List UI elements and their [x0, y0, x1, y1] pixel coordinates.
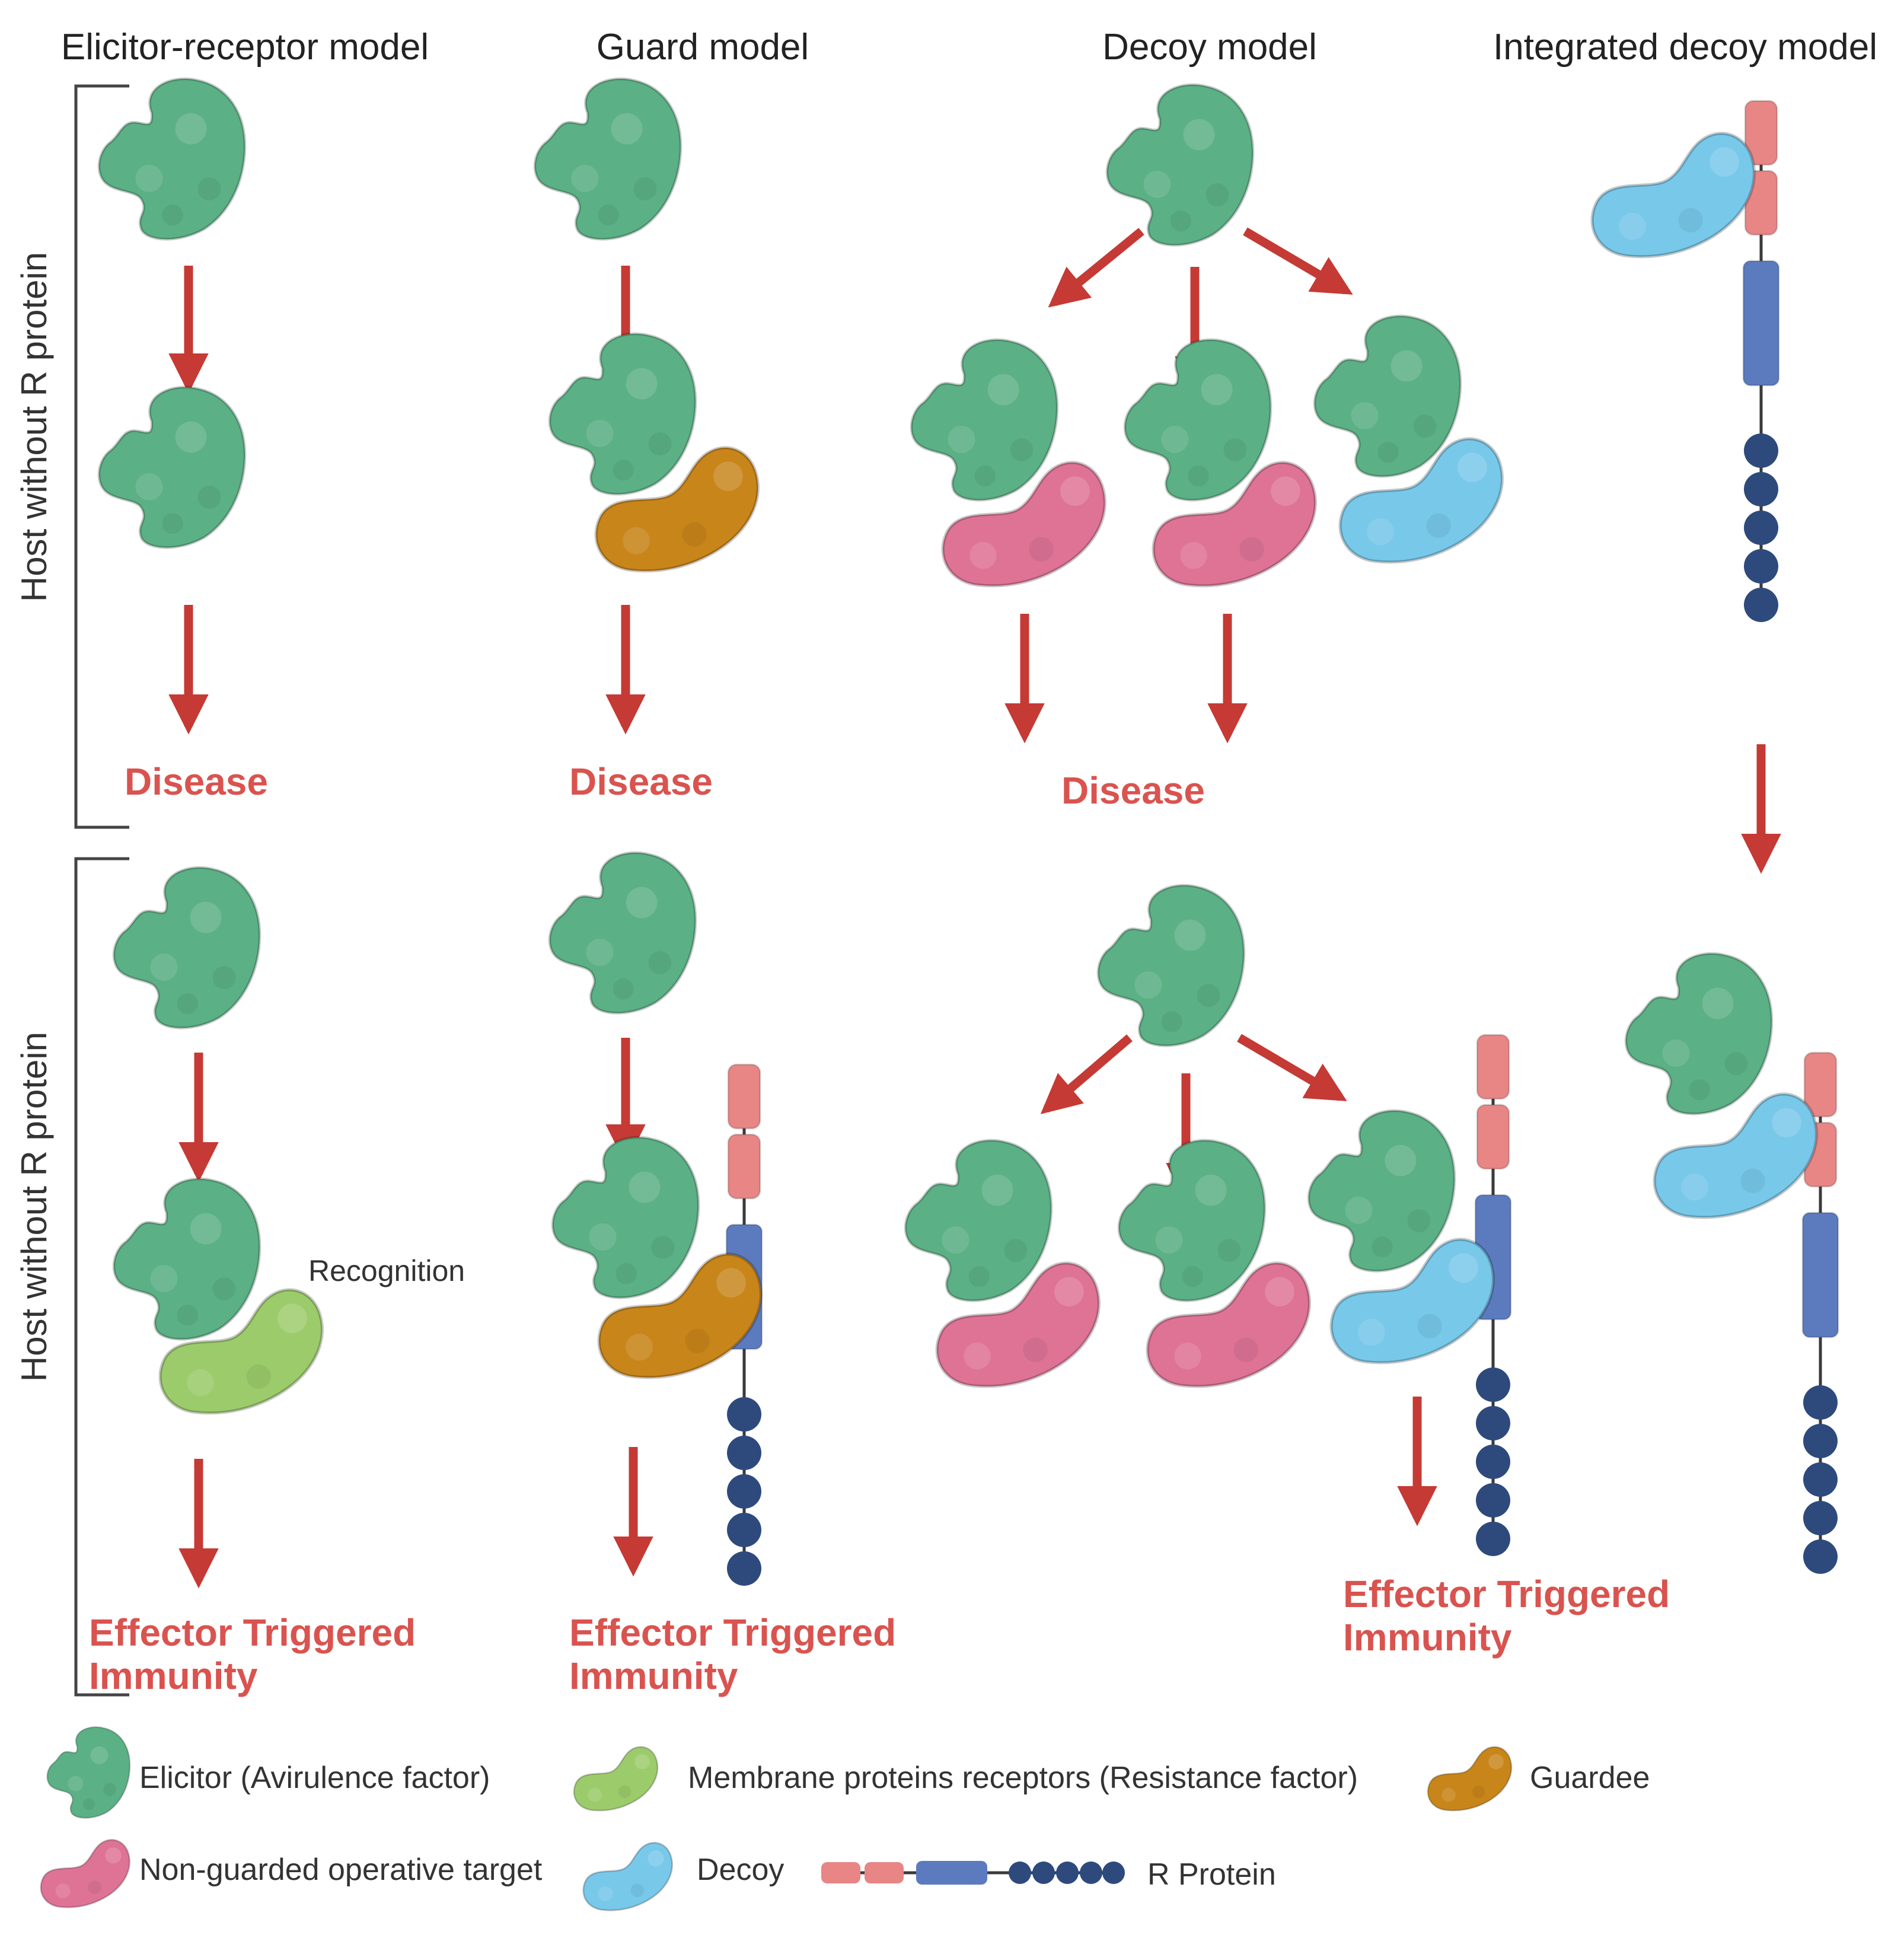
side-label-top: Host without R protein [14, 252, 54, 602]
legend-elicitor-icon [46, 1726, 131, 1819]
legend-decoy-icon [582, 1841, 674, 1912]
legend-receptor-icon [573, 1746, 659, 1812]
recognition-label: Recognition [308, 1254, 465, 1287]
red-arrow-icon [1048, 228, 1144, 308]
header-integrated-decoy: Integrated decoy model [1493, 27, 1877, 68]
elicitor-icon [1315, 316, 1460, 477]
elicitor-icon [905, 1140, 1051, 1301]
red-arrow-icon [1040, 1034, 1133, 1114]
outcome-eti-line2-guard: Immunity [569, 1655, 738, 1697]
red-arrow-icon [1237, 1034, 1347, 1101]
header-decoy: Decoy model [1102, 27, 1317, 68]
legend-r-protein-icon [821, 1861, 1125, 1885]
elicitor-icon [1626, 954, 1772, 1114]
elicitor-icon [550, 334, 696, 495]
elicitor-icon [550, 853, 696, 1013]
legend-r-protein-label: R Protein [1147, 1857, 1276, 1892]
elicitor-icon [553, 1137, 699, 1298]
elicitor-icon [1309, 1111, 1455, 1271]
elicitor-icon [99, 79, 245, 240]
elicitor-icon [535, 79, 681, 240]
header-guard: Guard model [597, 27, 809, 68]
outcome-disease-guard: Disease [569, 760, 713, 803]
outcome-eti-line1-elicitor-receptor: Effector Triggered [89, 1611, 416, 1654]
elicitor-icon [1107, 85, 1253, 246]
legend-elicitor-label: Elicitor (Avirulence factor) [139, 1761, 490, 1795]
bracket-bottom [74, 857, 129, 1697]
legend-receptor-label: Membrane proteins receptors (Resistance … [688, 1761, 1358, 1795]
outcome-eti-line1-decoy: Effector Triggered [1343, 1573, 1670, 1615]
bracket-top [74, 84, 129, 829]
outcome-eti-line1-guard: Effector Triggered [569, 1611, 896, 1654]
legend-guardee-label: Guardee [1530, 1761, 1650, 1795]
outcome-eti-line2-elicitor-receptor: Immunity [89, 1655, 258, 1697]
decoy-icon [1592, 133, 1754, 257]
legend-guardee-icon [1427, 1746, 1513, 1812]
red-arrow-icon [1243, 227, 1353, 295]
legend-target-icon [40, 1838, 131, 1909]
elicitor-icon [911, 340, 1057, 501]
elicitor-icon [1119, 1140, 1265, 1301]
outcome-disease-decoy: Disease [1061, 769, 1205, 812]
outcome-eti-line2-decoy: Immunity [1343, 1616, 1512, 1659]
elicitor-icon [99, 387, 245, 548]
outcome-disease-elicitor-receptor: Disease [125, 760, 268, 803]
legend-decoy-label: Decoy [697, 1853, 784, 1887]
elicitor-icon [1125, 340, 1271, 501]
elicitor-icon [114, 1179, 260, 1340]
side-label-bottom: Host without R protein [14, 1032, 54, 1382]
elicitor-icon [1098, 885, 1244, 1046]
header-elicitor-receptor: Elicitor-receptor model [61, 27, 429, 68]
legend-target-label: Non-guarded operative target [139, 1853, 543, 1887]
elicitor-icon [114, 868, 260, 1028]
